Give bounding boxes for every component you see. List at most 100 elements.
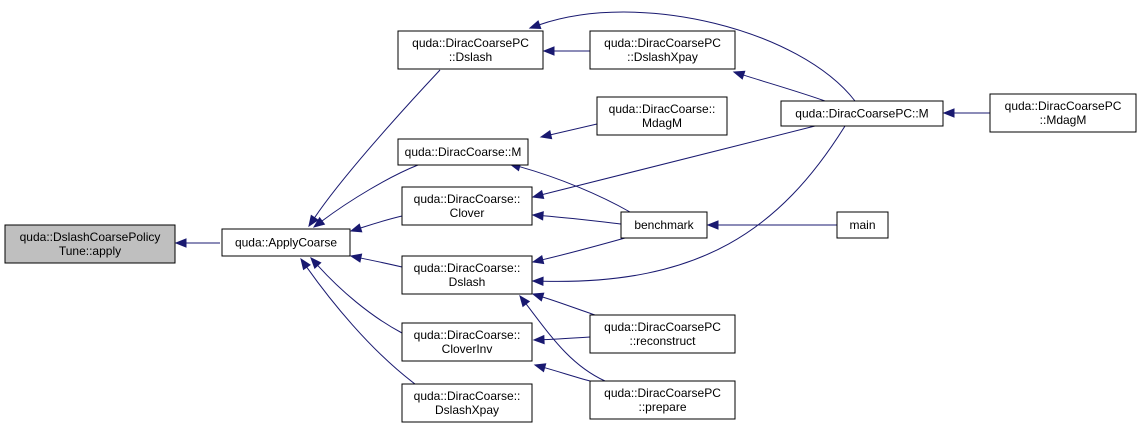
edge-c_m-to-applycoarse (312, 164, 419, 228)
edge-pc_m-to-c_dslash (531, 125, 846, 286)
node-box (397, 138, 529, 166)
edge-c_mdagm-to-c_m (539, 123, 598, 140)
edge-line (317, 265, 403, 334)
node-label: quda::DiracCoarsePC (604, 386, 721, 400)
arrowhead-icon (174, 238, 187, 248)
node-box (221, 228, 351, 257)
edge-c_dslash-to-applycoarse (349, 253, 403, 268)
arrowhead-icon (732, 70, 746, 80)
edge-c_cloverinv-to-applycoarse (310, 257, 403, 334)
edge-benchmark-to-c_dslash (531, 237, 626, 265)
node-pc-dslashxpay[interactable]: quda::DiracCoarsePC::DslashXpay (589, 30, 736, 70)
node-pc-mdagm[interactable]: quda::DiracCoarsePC::MdagM (989, 93, 1137, 133)
node-box (397, 30, 544, 70)
edge-pc_prepare-to-c_cloverinv (533, 363, 591, 382)
node-label: Clover (450, 206, 485, 220)
node-label: quda::DiracCoarse:: (414, 328, 521, 342)
node-c-dslash[interactable]: quda::DiracCoarse::Dslash (401, 255, 533, 295)
edge-line (550, 123, 598, 136)
node-label: benchmark (634, 218, 694, 232)
edge-c_dslashxpay-to-applycoarse (300, 257, 416, 385)
arrowhead-icon (706, 220, 719, 230)
arrowhead-icon (539, 130, 553, 140)
arrowhead-icon (528, 20, 542, 30)
arrowhead-icon (532, 334, 545, 345)
edge-pc_dslashxpay-to-pc_dslash (542, 46, 590, 56)
arrowhead-icon (531, 189, 545, 200)
edges-layer (174, 11, 990, 385)
edge-line (542, 125, 846, 282)
edge-pc_mdagm-to-pc_m (942, 108, 990, 118)
node-box (620, 211, 708, 239)
node-label: CloverInv (442, 342, 493, 356)
node-box (401, 186, 533, 226)
edge-benchmark-to-c_clover (531, 211, 622, 225)
arrowhead-icon (531, 254, 545, 265)
arrowhead-icon (519, 294, 531, 308)
node-c-mdagm[interactable]: quda::DiracCoarse::MdagM (596, 96, 728, 136)
node-benchmark[interactable]: benchmark (620, 211, 708, 239)
edge-pc_reconstruct-to-c_cloverinv (532, 334, 591, 345)
edge-pc_prepare-to-c_dslash (519, 294, 606, 382)
edge-applycoarse-to-root (174, 238, 220, 248)
arrowhead-icon (310, 257, 322, 269)
node-applycoarse[interactable]: quda::ApplyCoarse (221, 228, 351, 257)
node-label: main (849, 218, 875, 232)
edge-c_clover-to-applycoarse (349, 215, 403, 233)
node-box (589, 30, 736, 70)
edge-line (743, 74, 826, 102)
node-box (780, 100, 944, 127)
node-label: quda::DiracCoarse:: (609, 102, 716, 116)
node-box (401, 383, 533, 423)
node-label: ::Dslash (449, 50, 492, 64)
node-label: quda::DiracCoarse:: (414, 192, 521, 206)
edge-line (542, 215, 622, 225)
arrowhead-icon (531, 276, 544, 286)
arrowhead-icon (349, 223, 363, 233)
arrowhead-icon (308, 214, 319, 228)
edge-line (543, 336, 591, 341)
edge-line (542, 237, 626, 261)
node-box (589, 380, 736, 420)
node-c-clover[interactable]: quda::DiracCoarse::Clover (401, 186, 533, 226)
arrowhead-icon (531, 292, 545, 302)
node-c-cloverinv[interactable]: quda::DiracCoarse::CloverInv (401, 322, 533, 362)
node-pc-prepare[interactable]: quda::DiracCoarsePC::prepare (589, 380, 736, 420)
node-label: ::DslashXpay (627, 50, 698, 64)
edge-main-to-benchmark (706, 220, 838, 230)
node-label: quda::DiracCoarse::M (405, 145, 522, 159)
node-box (589, 314, 736, 354)
node-box (596, 96, 728, 136)
node-label: MdagM (642, 116, 682, 130)
node-c-m[interactable]: quda::DiracCoarse::M (397, 138, 529, 166)
edge-line (314, 69, 441, 218)
edge-line (306, 266, 416, 385)
arrowhead-icon (349, 253, 363, 263)
node-label: quda::DiracCoarsePC (604, 36, 721, 50)
edge-line (321, 164, 419, 222)
edge-line (519, 166, 631, 213)
node-c-dslashxpay[interactable]: quda::DiracCoarse::DslashXpay (401, 383, 533, 423)
edge-pc_m-to-pc_dslashxpay (732, 70, 826, 102)
arrowhead-icon (531, 211, 544, 221)
node-box (989, 93, 1137, 133)
node-label: quda::ApplyCoarse (235, 236, 337, 250)
arrowhead-icon (300, 257, 311, 271)
node-label: ::MdagM (1040, 113, 1087, 127)
node-main[interactable]: main (836, 211, 889, 239)
node-label: quda::DslashCoarsePolicy (20, 230, 161, 244)
node-pc-dslash[interactable]: quda::DiracCoarsePC::Dslash (397, 30, 544, 70)
node-label: quda::DiracCoarsePC (412, 36, 529, 50)
arrowhead-icon (312, 216, 326, 228)
node-label: DslashXpay (435, 403, 499, 417)
edge-line (542, 296, 596, 316)
node-pc-m[interactable]: quda::DiracCoarsePC::M (780, 100, 944, 127)
edge-line (525, 303, 606, 382)
edge-pc_m-to-c_clover (531, 125, 816, 200)
node-label: quda::DiracCoarsePC::M (795, 107, 928, 121)
node-pc-reconstruct[interactable]: quda::DiracCoarsePC::reconstruct (589, 314, 736, 354)
node-label: Dslash (449, 275, 486, 289)
edge-line (539, 11, 856, 102)
